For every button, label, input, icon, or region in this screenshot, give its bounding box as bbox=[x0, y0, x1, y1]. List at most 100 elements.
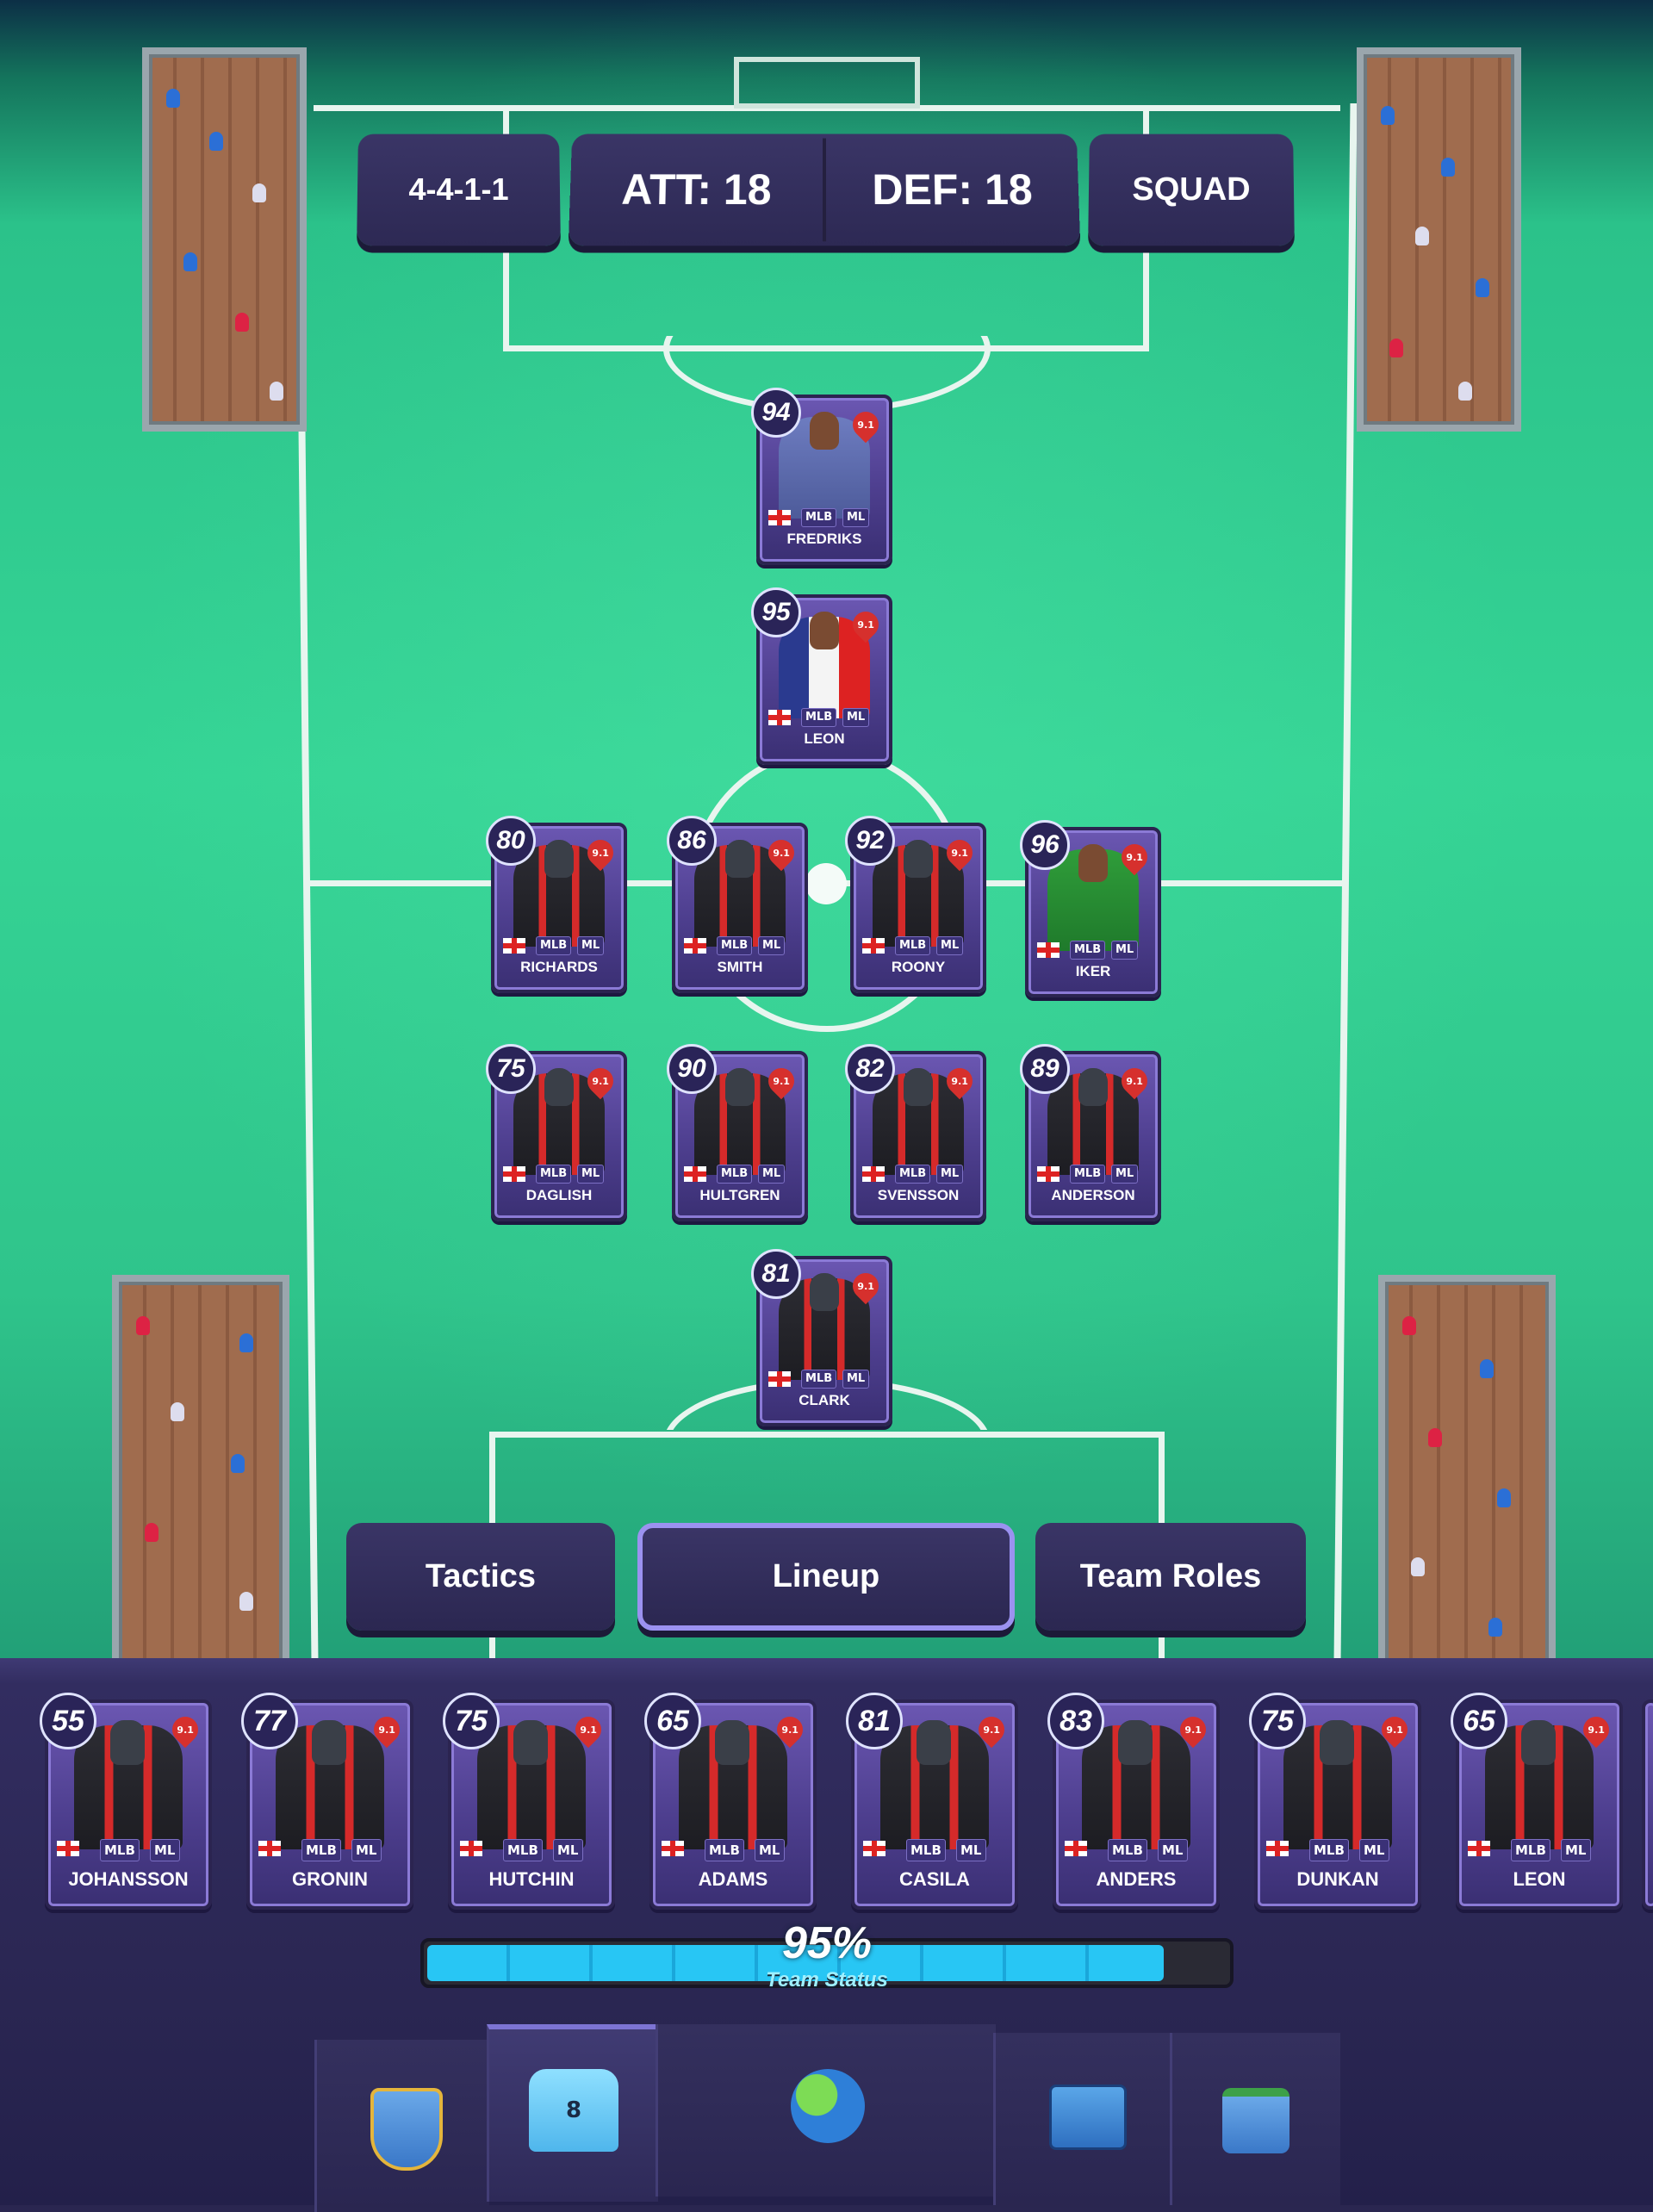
player-rating: 86 bbox=[667, 816, 717, 866]
england-flag-icon bbox=[662, 1841, 684, 1856]
globe-icon bbox=[791, 2069, 865, 2143]
player-name: DAGLISH bbox=[525, 1187, 593, 1203]
player-energy: 9.1 bbox=[1126, 1075, 1143, 1087]
player-avatar bbox=[779, 1273, 870, 1380]
player-rating: 75 bbox=[486, 1044, 536, 1094]
position-tag: MLB bbox=[705, 1839, 744, 1861]
formation-button[interactable]: 4-4-1-1 bbox=[357, 134, 561, 246]
player-avatar bbox=[694, 840, 786, 947]
player-name: IKER bbox=[1075, 963, 1111, 979]
player-avatar bbox=[779, 412, 870, 519]
player-avatar bbox=[880, 1720, 989, 1849]
player-rating: 75 bbox=[443, 1693, 500, 1749]
tab-team-roles[interactable]: Team Roles bbox=[1035, 1523, 1306, 1631]
england-flag-icon bbox=[503, 1166, 525, 1182]
player-energy: 9.1 bbox=[773, 1075, 790, 1087]
player-energy: 9.1 bbox=[592, 847, 609, 859]
centre-spot bbox=[805, 863, 847, 904]
position-tag: ML bbox=[1111, 941, 1139, 960]
position-tag: MLB bbox=[801, 1370, 837, 1389]
player-energy: 9.1 bbox=[1386, 1724, 1403, 1736]
england-flag-icon bbox=[768, 1371, 791, 1387]
position-tag: ML bbox=[758, 1165, 786, 1184]
player-name: GRONIN bbox=[292, 1868, 368, 1890]
player-card-partial[interactable] bbox=[1642, 1699, 1653, 1910]
player-name: RICHARDS bbox=[520, 959, 598, 975]
wallet-icon bbox=[1222, 2088, 1289, 2153]
player-avatar bbox=[779, 612, 870, 718]
england-flag-icon bbox=[1037, 942, 1060, 958]
player-name: SMITH bbox=[717, 959, 763, 975]
def-value: DEF: 18 bbox=[872, 165, 1034, 214]
position-tag: ML bbox=[758, 936, 786, 955]
player-rating: 82 bbox=[845, 1044, 895, 1094]
player-name: ANDERS bbox=[1096, 1868, 1177, 1890]
stand-bottom-right bbox=[1378, 1275, 1556, 1672]
player-name: SVENSSON bbox=[877, 1187, 960, 1203]
squad-label: SQUAD bbox=[1132, 171, 1251, 208]
player-energy: 9.1 bbox=[177, 1724, 194, 1736]
team-status-percent: 95% bbox=[781, 1918, 873, 1968]
player-rating: 55 bbox=[40, 1693, 96, 1749]
chest-icon bbox=[1049, 2085, 1127, 2150]
player-energy: 9.1 bbox=[781, 1724, 799, 1736]
goal-top bbox=[734, 57, 920, 109]
player-avatar bbox=[873, 1068, 964, 1175]
england-flag-icon bbox=[684, 1166, 706, 1182]
squad-button[interactable]: SQUAD bbox=[1088, 134, 1295, 246]
england-flag-icon bbox=[258, 1841, 281, 1856]
player-name: JOHANSSON bbox=[68, 1868, 189, 1890]
position-tag: MLB bbox=[536, 936, 572, 955]
team-status-fill bbox=[427, 1945, 1164, 1981]
position-tag: MLB bbox=[301, 1839, 341, 1861]
position-tag: MLB bbox=[1309, 1839, 1349, 1861]
player-avatar bbox=[513, 1068, 605, 1175]
nav-tab-wallet[interactable] bbox=[1170, 2033, 1340, 2205]
player-avatar bbox=[74, 1720, 183, 1849]
player-name: FREDRIKS bbox=[786, 531, 862, 547]
position-tag: ML bbox=[936, 1165, 964, 1184]
nav-tab-world[interactable] bbox=[656, 2024, 996, 2196]
tab-tactics[interactable]: Tactics bbox=[346, 1523, 615, 1631]
player-rating: 92 bbox=[845, 816, 895, 866]
player-name: LEON bbox=[804, 730, 845, 747]
player-avatar bbox=[679, 1720, 787, 1849]
position-tag: MLB bbox=[717, 1165, 753, 1184]
position-tag: ML bbox=[351, 1839, 382, 1861]
player-rating: 96 bbox=[1020, 820, 1070, 870]
formation-label: 4-4-1-1 bbox=[408, 171, 509, 207]
player-name: ANDERSON bbox=[1051, 1187, 1135, 1203]
nav-tab-team[interactable]: 8 bbox=[487, 2024, 658, 2202]
player-rating: 80 bbox=[486, 816, 536, 866]
tab-lineup[interactable]: Lineup bbox=[637, 1523, 1015, 1631]
player-energy: 9.1 bbox=[580, 1724, 597, 1736]
tab-lineup-label: Lineup bbox=[772, 1558, 880, 1594]
nav-tab-club[interactable] bbox=[314, 2040, 489, 2212]
player-rating: 77 bbox=[241, 1693, 298, 1749]
player-rating: 89 bbox=[1020, 1044, 1070, 1094]
player-energy: 9.1 bbox=[773, 847, 790, 859]
player-avatar bbox=[1047, 1068, 1139, 1175]
nav-tab-store[interactable] bbox=[993, 2033, 1172, 2205]
player-name: HULTGREN bbox=[699, 1187, 780, 1203]
position-tag: ML bbox=[1111, 1165, 1139, 1184]
